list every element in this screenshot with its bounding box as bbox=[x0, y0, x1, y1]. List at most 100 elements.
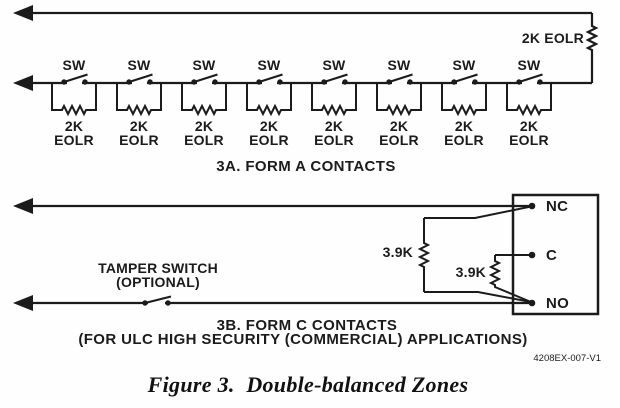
switch-label: SW bbox=[323, 57, 347, 73]
switch-contact-gap bbox=[132, 79, 147, 87]
switch-label: SW bbox=[63, 57, 87, 73]
switch-unit-7: SW 2K EOLR bbox=[441, 57, 487, 148]
switch-contact-dot bbox=[212, 79, 218, 85]
no-terminal-label: NO bbox=[546, 295, 569, 312]
switch-contact-dot bbox=[516, 79, 522, 85]
tamper-contact-dot bbox=[165, 300, 171, 306]
eolr-resistor-loop bbox=[441, 83, 487, 117]
tamper-optional-label: (OPTIONAL) bbox=[116, 274, 200, 290]
switch-unit-2: SW 2K EOLR bbox=[116, 57, 162, 148]
form-a-eol-resistor bbox=[585, 13, 599, 83]
c-terminal-dot bbox=[528, 251, 536, 259]
resistor-value-label: 2K bbox=[520, 118, 538, 134]
switch-label: SW bbox=[388, 57, 412, 73]
switch-blade bbox=[323, 73, 348, 83]
switch-contact-dot bbox=[126, 79, 132, 85]
resistor-3_9k-left bbox=[417, 218, 431, 292]
tamper-contact-dot bbox=[142, 300, 148, 306]
switch-contact-dot bbox=[472, 79, 478, 85]
switch-contact-dot bbox=[256, 79, 262, 85]
switch-unit-6: SW 2K EOLR bbox=[376, 57, 422, 148]
document-reference: 4208EX-007-V1 bbox=[533, 353, 601, 364]
resistor-right-label: 3.9K bbox=[456, 264, 486, 280]
figure-caption: Figure 3. Double-balanced Zones bbox=[147, 372, 469, 397]
switch-blade bbox=[193, 73, 218, 83]
resistor-3_9k-right bbox=[488, 255, 532, 303]
resistor-type-label: EOLR bbox=[379, 132, 419, 148]
resistor-type-label: EOLR bbox=[509, 132, 549, 148]
switch-label: SW bbox=[128, 57, 152, 73]
eolr-resistor-loop bbox=[311, 83, 357, 117]
resistor-value-label: 2K bbox=[455, 118, 473, 134]
resistor-value-label: 2K bbox=[130, 118, 148, 134]
eolr-resistor-loop bbox=[506, 83, 552, 117]
resistor-type-label: EOLR bbox=[119, 132, 159, 148]
form-c-section: TAMPER SWITCH (OPTIONAL) 3.9K 3.9K NC C … bbox=[13, 193, 600, 348]
switch-contact-gap bbox=[67, 79, 82, 87]
resistor-left-label: 3.9K bbox=[383, 244, 413, 260]
switch-contact-gap bbox=[522, 79, 537, 87]
left-arrow-icon bbox=[13, 75, 33, 91]
nc-terminal-dot bbox=[528, 202, 536, 210]
switch-contact-dot bbox=[82, 79, 88, 85]
switch-contact-dot bbox=[407, 79, 413, 85]
switch-unit-5: SW 2K EOLR bbox=[311, 57, 357, 148]
switch-label: SW bbox=[258, 57, 282, 73]
contact-block-outline bbox=[511, 193, 600, 316]
switch-contact-dot bbox=[147, 79, 153, 85]
resistor-type-label: EOLR bbox=[444, 132, 484, 148]
switch-contact-gap bbox=[392, 79, 407, 87]
eolr-resistor-loop bbox=[51, 83, 97, 117]
switch-contact-dot bbox=[386, 79, 392, 85]
switch-blade bbox=[63, 73, 88, 83]
switch-blade bbox=[453, 73, 478, 83]
switch-contact-dot bbox=[321, 79, 327, 85]
switch-contact-dot bbox=[537, 79, 543, 85]
resistor-value-label: 2K bbox=[325, 118, 343, 134]
left-arrow-icon bbox=[13, 5, 33, 21]
form-c-title: 3B. FORM C CONTACTS bbox=[217, 317, 398, 334]
tamper-contact-gap bbox=[148, 299, 165, 307]
switch-contact-gap bbox=[457, 79, 472, 87]
resistor-type-label: EOLR bbox=[314, 132, 354, 148]
form-a-eol-resistor-label: 2K EOLR bbox=[522, 30, 584, 46]
resistor-value-label: 2K bbox=[260, 118, 278, 134]
switch-blade bbox=[128, 73, 153, 83]
left-arrow-icon bbox=[13, 198, 33, 214]
switch-blade bbox=[518, 73, 543, 83]
switch-unit-4: SW 2K EOLR bbox=[246, 57, 292, 148]
switch-unit-3: SW 2K EOLR bbox=[181, 57, 227, 148]
c-terminal-label: C bbox=[546, 247, 557, 264]
tamper-switch-label: TAMPER SWITCH bbox=[98, 260, 218, 276]
tamper-switch-blade bbox=[144, 295, 172, 304]
switch-contact-gap bbox=[197, 79, 212, 87]
switch-contact-dot bbox=[277, 79, 283, 85]
eolr-resistor-loop bbox=[246, 83, 292, 117]
switch-label: SW bbox=[453, 57, 477, 73]
switch-unit-1: SW 2K EOLR bbox=[51, 57, 97, 148]
resistor-type-label: EOLR bbox=[249, 132, 289, 148]
switch-contact-dot bbox=[191, 79, 197, 85]
switch-contact-dot bbox=[342, 79, 348, 85]
resistor-value-label: 2K bbox=[390, 118, 408, 134]
resistor-value-label: 2K bbox=[195, 118, 213, 134]
no-terminal-dot bbox=[528, 299, 536, 307]
switch-contact-dot bbox=[61, 79, 67, 85]
eolr-resistor-loop bbox=[376, 83, 422, 117]
switch-label: SW bbox=[518, 57, 542, 73]
form-a-title: 3A. FORM A CONTACTS bbox=[216, 158, 396, 175]
switch-blade bbox=[388, 73, 413, 83]
switch-contact-dot bbox=[451, 79, 457, 85]
switch-contact-gap bbox=[262, 79, 277, 87]
eolr-resistor-loop bbox=[116, 83, 162, 117]
form-c-subtitle: (FOR ULC HIGH SECURITY (COMMERCIAL) APPL… bbox=[78, 331, 527, 348]
resistor-type-label: EOLR bbox=[184, 132, 224, 148]
switch-contact-gap bbox=[327, 79, 342, 87]
switch-unit-8: SW 2K EOLR bbox=[506, 57, 552, 148]
left-arrow-icon bbox=[13, 295, 33, 311]
eolr-resistor-loop bbox=[181, 83, 227, 117]
nc-terminal-label: NC bbox=[546, 198, 568, 215]
